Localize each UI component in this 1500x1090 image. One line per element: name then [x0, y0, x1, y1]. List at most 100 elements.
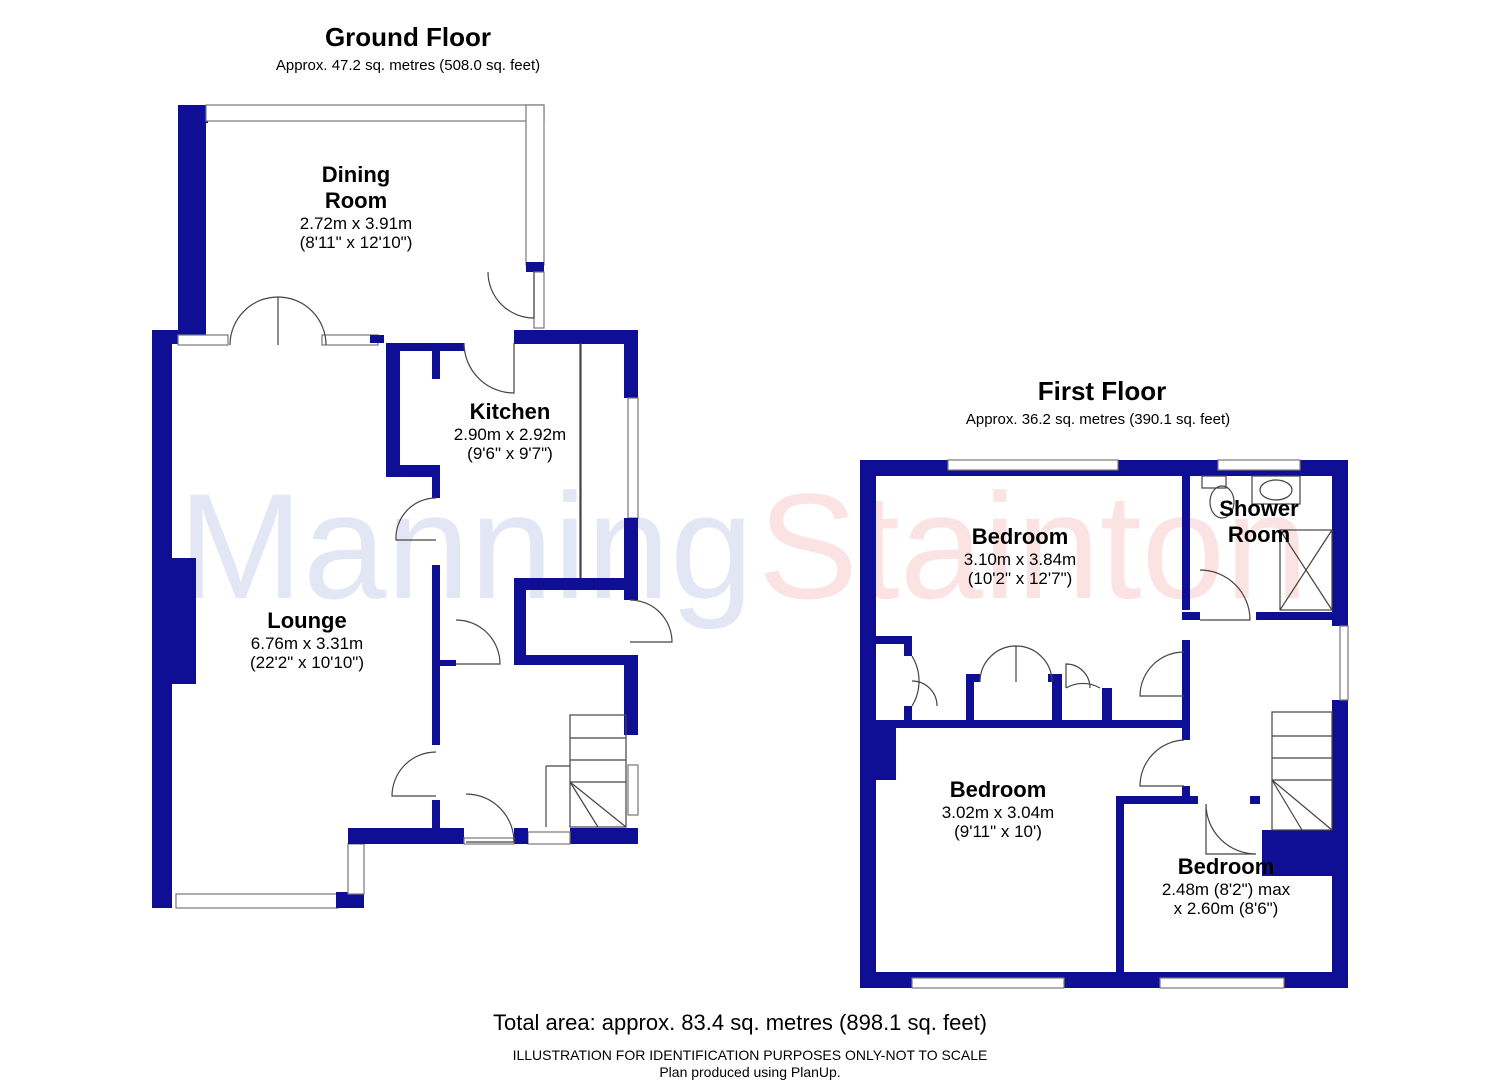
kitchen-label: Kitchen 2.90m x 2.92m (9'6" x 9'7"): [420, 399, 600, 463]
wall: [514, 330, 638, 344]
wall: [1182, 640, 1190, 652]
door-swing: [455, 619, 501, 665]
wall: [386, 465, 440, 477]
wall: [386, 343, 464, 351]
wall: [514, 828, 528, 844]
window: [1339, 625, 1349, 701]
wall: [348, 828, 438, 844]
toilet: [1209, 485, 1235, 519]
dining-room-name-line2: Room: [324, 188, 388, 213]
watermark-text-1: Manning: [178, 462, 753, 630]
wall: [1182, 652, 1190, 728]
wall: [440, 660, 456, 666]
wall: [432, 470, 440, 498]
kitchen-dims-ft: (9'6" x 9'7"): [467, 444, 553, 463]
door-swing: [395, 497, 437, 541]
wall: [904, 636, 912, 656]
bedroom-2-dims-ft: (9'11" x 10'): [954, 822, 1042, 841]
door-swing: [911, 655, 938, 707]
wall: [1052, 674, 1062, 724]
window: [533, 271, 545, 329]
wall: [1256, 612, 1336, 620]
first-floor-area: Approx. 36.2 sq. metres (390.1 sq. feet): [965, 411, 1231, 428]
chimney-breast: [876, 728, 896, 780]
window: [175, 893, 339, 909]
staircase: [1271, 711, 1333, 831]
bedroom-3-label: Bedroom 2.48m (8'2") max x 2.60m (8'6"): [1136, 854, 1316, 918]
wall: [1182, 728, 1190, 740]
door-swing: [1065, 663, 1101, 689]
wall: [876, 636, 912, 644]
bedroom-1-dims-m: 3.10m x 3.84m: [963, 550, 1077, 569]
wall: [438, 828, 464, 844]
window: [205, 104, 545, 122]
window: [1217, 459, 1301, 471]
wall: [178, 105, 206, 337]
first-floor-title: First Floor: [1037, 376, 1167, 406]
wall: [514, 578, 526, 664]
wall: [526, 262, 544, 272]
staircase: [569, 714, 627, 828]
wall: [514, 655, 638, 665]
dining-room-dims-ft: (8'11" x 12'10"): [299, 233, 413, 252]
door-swing: [1139, 651, 1185, 697]
watermark-text-2: Stainton: [758, 462, 1308, 630]
bedroom-3-name: Bedroom: [1177, 854, 1275, 879]
wall: [1182, 460, 1190, 610]
basin: [1251, 475, 1301, 505]
shower-room-label: Shower Room: [1194, 496, 1324, 548]
front-door-threshold: [463, 837, 515, 845]
window: [525, 104, 545, 266]
wall: [1182, 786, 1190, 800]
produced-by: Plan produced using PlanUp.: [659, 1064, 841, 1080]
shower-room-name-line1: Shower: [1219, 496, 1299, 521]
wall: [370, 335, 384, 343]
bedroom-2-label: Bedroom 3.02m x 3.04m (9'11" x 10'): [908, 777, 1088, 841]
wall: [514, 578, 638, 590]
wall: [1116, 796, 1124, 986]
wall: [178, 105, 208, 123]
window: [1159, 977, 1285, 989]
ground-floor-plan: [152, 104, 673, 909]
bedroom-1-name: Bedroom: [971, 524, 1069, 549]
ground-floor-area: Approx. 47.2 sq. metres (508.0 sq. feet): [275, 57, 541, 74]
window: [627, 397, 639, 519]
wall: [432, 565, 440, 745]
lounge-dims-ft: (22'2" x 10'10"): [249, 653, 364, 672]
bedroom-1-dims-ft: (10'2" x 12'7"): [967, 569, 1073, 588]
window: [911, 977, 1065, 989]
dining-room-dims-m: 2.72m x 3.91m: [299, 214, 413, 233]
ground-floor-title: Ground Floor: [324, 22, 492, 52]
wall: [860, 720, 1190, 728]
door-swing: [463, 342, 515, 394]
window: [527, 831, 571, 845]
window: [177, 334, 229, 346]
door-swing: [629, 599, 673, 643]
wall: [1332, 700, 1348, 988]
bedroom-3-dims-line1: 2.48m (8'2") max: [1161, 880, 1291, 899]
door-swing: [487, 271, 535, 319]
kitchen-name: Kitchen: [469, 399, 551, 424]
first-floor-plan: [860, 459, 1349, 989]
wall: [624, 330, 638, 398]
wall: [386, 343, 400, 471]
door-swing: [465, 793, 515, 843]
window: [947, 459, 1119, 471]
wall: [1048, 674, 1062, 682]
lounge-dims-m: 6.76m x 3.31m: [250, 634, 364, 653]
wall: [966, 674, 980, 682]
dining-room-name-line1: Dining: [321, 162, 391, 187]
door-swing: [391, 751, 437, 797]
lounge-label: Lounge 6.76m x 3.31m (22'2" x 10'10"): [207, 608, 407, 672]
wall: [966, 674, 974, 724]
lounge-name: Lounge: [267, 608, 347, 633]
door-swing: [277, 296, 327, 346]
shower-tray: [1279, 529, 1333, 611]
wall: [432, 800, 440, 830]
dining-room-label: Dining Room 2.72m x 3.91m (8'11" x 12'10…: [256, 162, 456, 252]
window: [347, 843, 365, 895]
wall: [1250, 796, 1260, 804]
window: [627, 764, 639, 816]
door-swing: [979, 645, 1053, 683]
